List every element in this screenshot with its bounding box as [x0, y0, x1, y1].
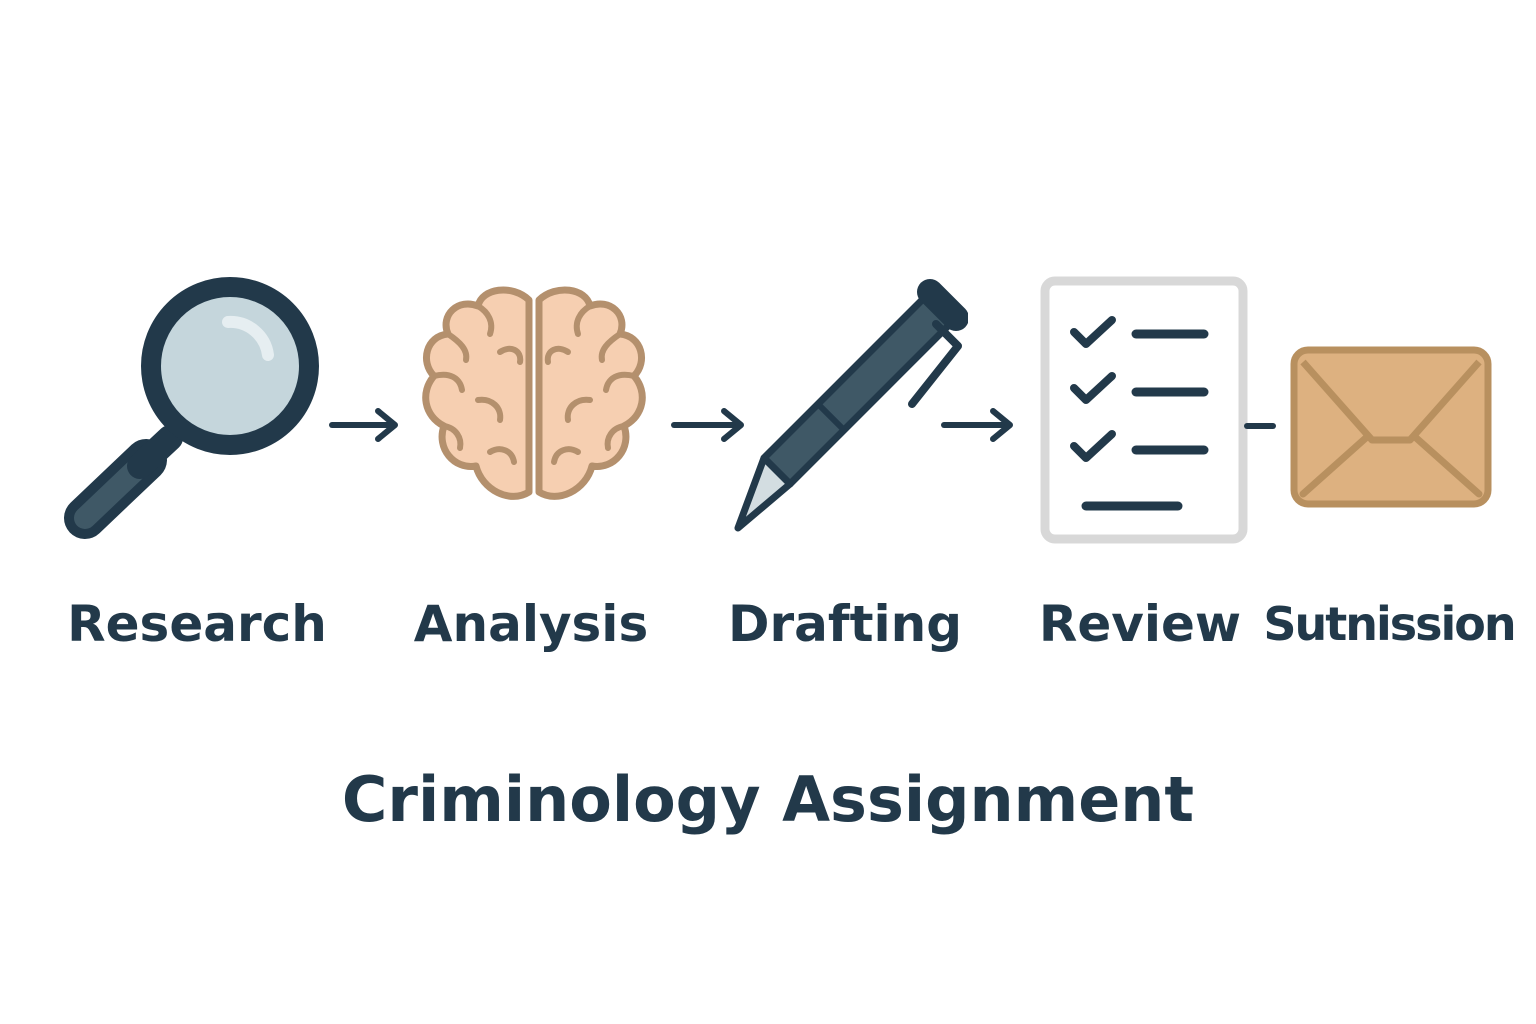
arrow-connector	[938, 405, 1016, 445]
step-label-research: Research	[67, 595, 327, 653]
magnifying-glass-icon	[60, 270, 330, 550]
step-label-review: Review	[1038, 595, 1242, 653]
step-label-submission: Sutnission	[1263, 597, 1516, 651]
line-connector	[1240, 416, 1280, 436]
brain-icon	[415, 282, 655, 522]
pen-icon	[728, 268, 968, 538]
envelope-icon	[1286, 342, 1496, 512]
diagram-title: Criminology Assignment	[341, 763, 1195, 836]
checklist-icon	[1036, 272, 1252, 548]
step-label-drafting: Drafting	[727, 595, 963, 653]
step-label-analysis: Analysis	[413, 595, 649, 653]
arrow-connector	[326, 405, 400, 445]
arrow-connector	[668, 405, 746, 445]
